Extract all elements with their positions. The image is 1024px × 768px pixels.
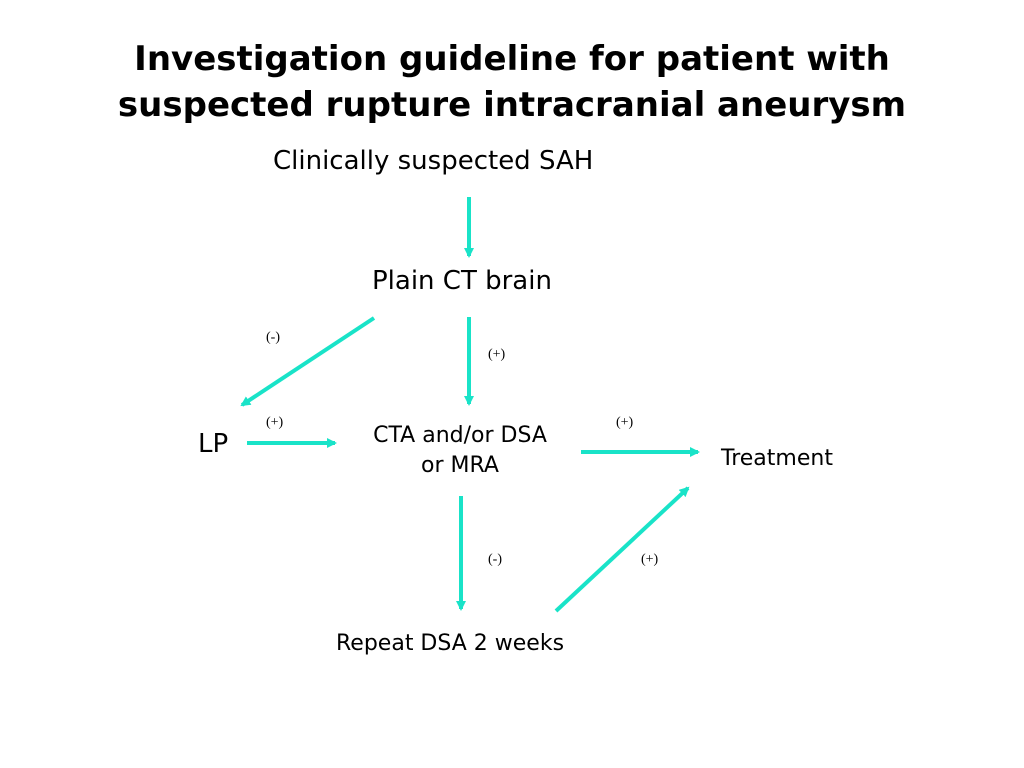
node-treatment: Treatment (721, 446, 833, 471)
slide-title: Investigation guideline for patient with… (0, 36, 1024, 128)
node-repeat-dsa: Repeat DSA 2 weeks (336, 631, 565, 656)
label-ct-to-lp: (-) (266, 330, 280, 345)
node-cta-line-2: or MRA (421, 453, 499, 478)
label-cta-to-repeat: (-) (488, 552, 502, 567)
label-cta-to-treatment: (+) (616, 415, 634, 430)
node-lp: LP (198, 429, 229, 459)
arrow-ct-to-lp (240, 316, 376, 407)
node-cta-dsa-mra: CTA and/or DSA or MRA (340, 421, 580, 481)
label-ct-to-cta: (+) (488, 347, 506, 362)
title-line-1: Investigation guideline for patient with (134, 39, 890, 79)
node-plain-ct-brain: Plain CT brain (372, 266, 552, 296)
arrow-repeat-to-treatment (554, 486, 690, 613)
label-lp-to-cta: (+) (266, 415, 284, 430)
title-line-2: suspected rupture intracranial aneurysm (117, 85, 907, 125)
node-clinically-suspected-sah: Clinically suspected SAH (273, 146, 594, 176)
node-cta-line-1: CTA and/or DSA (373, 423, 547, 448)
label-repeat-to-treatment: (+) (641, 552, 659, 567)
